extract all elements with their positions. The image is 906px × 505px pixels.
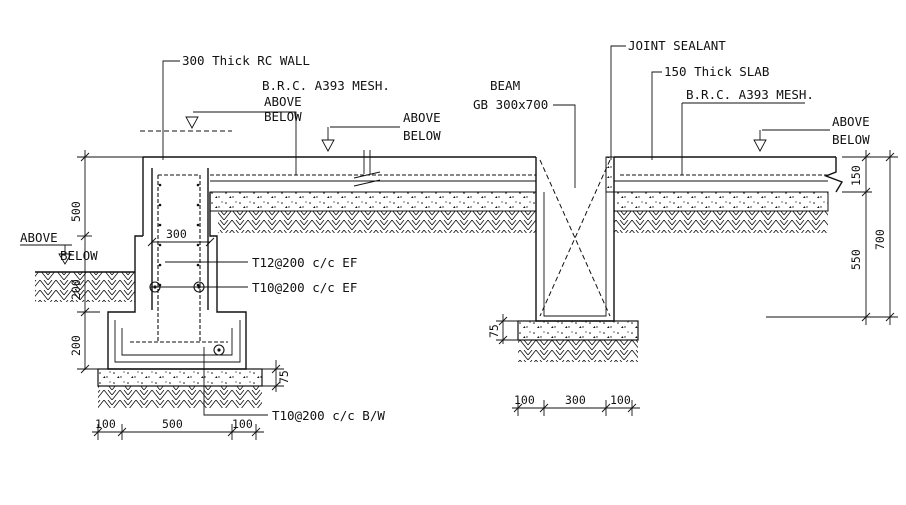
level-mark-ground [20, 244, 72, 265]
dim-text-100-b2: 100 [610, 393, 631, 407]
label-joint: JOINT SEALANT [628, 38, 726, 53]
lean-concrete-footing [97, 368, 263, 387]
beam-outline [535, 157, 615, 322]
soil-under-slab-left [218, 211, 536, 233]
wall-inner-face [151, 168, 209, 310]
label-beam-size: GB 300x700 [473, 97, 548, 112]
rebar-circle-c [213, 344, 225, 356]
level-mark-left-top [140, 111, 262, 132]
slab-break-right [824, 157, 844, 193]
slab-break-left [353, 150, 381, 187]
dim-right-vertical [766, 150, 898, 325]
soil-under-footing [98, 386, 262, 408]
dim-text-200-b: 200 [69, 335, 83, 356]
leader-beam [553, 104, 576, 188]
dim-text-300-b: 300 [565, 393, 586, 407]
label-brc-left: B.R.C. A393 MESH. [262, 78, 390, 93]
dim-text-700: 700 [873, 229, 887, 250]
dim-left-vertical [77, 150, 145, 374]
label-wall: 300 Thick RC WALL [182, 53, 310, 68]
lean-concrete-beam [517, 320, 639, 341]
dim-75-left [262, 360, 284, 392]
label-above-left-top: ABOVE [264, 94, 302, 109]
dim-text-200-a: 200 [69, 279, 83, 300]
dim-text-75-beam: 75 [487, 324, 501, 338]
dim-text-150: 150 [849, 165, 863, 186]
dim-text-100-l1: 100 [95, 417, 116, 431]
label-beam-title: BEAM [490, 78, 520, 93]
dim-text-75-left: 75 [277, 370, 291, 384]
dim-text-550: 550 [849, 249, 863, 270]
label-above-ground: ABOVE [20, 230, 58, 245]
beam-inner [543, 192, 607, 317]
label-brc-right: B.R.C. A393 MESH. [686, 87, 814, 102]
label-rebar-bw: T10@200 c/c B/W [272, 408, 385, 423]
level-mark-right [753, 129, 830, 152]
label-below-ground: BELOW [60, 248, 98, 263]
leader-slab [651, 71, 662, 160]
soil-under-slab-right [614, 211, 828, 233]
dim-text-500-h: 500 [162, 417, 183, 431]
joint-sealant-strip [605, 156, 615, 193]
footing-inner-2 [121, 328, 233, 356]
beam-cross [539, 159, 611, 317]
sub-base-right [613, 191, 829, 212]
sub-base-left [209, 191, 537, 212]
label-above-mid: ABOVE [403, 110, 441, 125]
soil-under-beam [518, 340, 638, 362]
label-below-right: BELOW [832, 132, 870, 147]
level-mark-mid [321, 126, 400, 152]
dim-text-500-v: 500 [69, 201, 83, 222]
label-below-mid: BELOW [403, 128, 441, 143]
dim-text-300: 300 [166, 227, 187, 241]
footing-inner [114, 320, 241, 363]
label-slab: 150 Thick SLAB [664, 64, 769, 79]
label-below-left-top: BELOW [264, 109, 302, 124]
label-rebar-t10: T10@200 c/c EF [252, 280, 357, 295]
dim-bottom-beam [512, 400, 640, 416]
dim-75-beam [496, 314, 520, 345]
dim-text-100-b1: 100 [514, 393, 535, 407]
label-rebar-t12: T12@200 c/c EF [252, 255, 357, 270]
leader-bw [203, 347, 268, 416]
leader-joint [610, 45, 626, 160]
dim-bottom-footing [92, 424, 264, 440]
dim-text-100-l2: 100 [232, 417, 253, 431]
dim-300-wall [147, 237, 215, 247]
label-above-right: ABOVE [832, 114, 870, 129]
leader-wall [162, 60, 180, 160]
leader-brc-left [262, 111, 297, 175]
wall-footing-outline [107, 156, 536, 370]
